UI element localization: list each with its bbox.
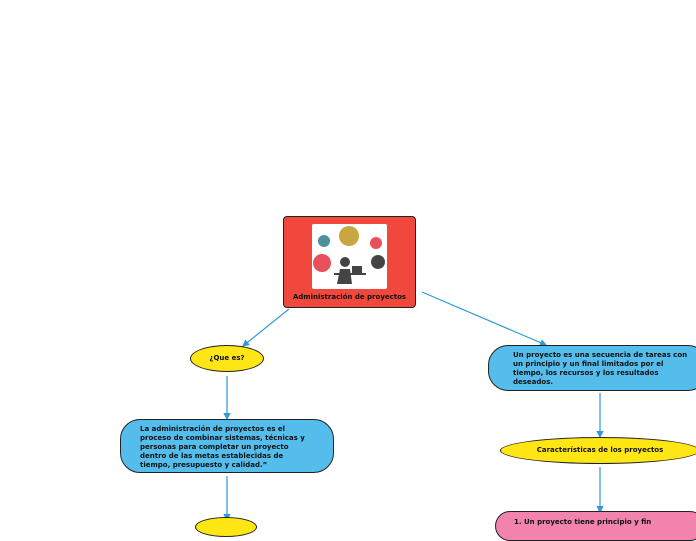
node-definicion[interactable]: La administración de proyectos es el pro… — [120, 419, 334, 473]
node-que-es[interactable]: ¿Que es? — [190, 345, 264, 372]
node-label: Un proyecto es una secuencia de tareas c… — [513, 351, 688, 386]
gears-icon — [313, 254, 331, 272]
central-topic[interactable]: Administración de proyectos — [283, 216, 416, 308]
central-title: Administración de proyectos — [292, 293, 407, 301]
clock-icon — [318, 235, 330, 247]
node-label: 1. Un proyecto tiene principio y fin — [514, 518, 652, 526]
laptop-icon — [352, 266, 362, 273]
project-management-illustration — [312, 224, 387, 289]
connectors — [223, 291, 604, 520]
node-label: Características de los proyectos — [536, 446, 664, 454]
node-proyecto[interactable]: Un proyecto es una secuencia de tareas c… — [488, 345, 696, 391]
monitor-icon — [371, 255, 385, 269]
connector-central-queEs — [242, 308, 290, 347]
person-icon — [340, 257, 350, 267]
chart-icon — [370, 237, 382, 249]
lightbulb-icon — [339, 226, 359, 246]
connector-central-proyecto — [421, 291, 548, 346]
node-label: La administración de proyectos es el pro… — [140, 425, 305, 469]
node-next-cut[interactable] — [195, 517, 257, 537]
node-label: ¿Que es? — [209, 354, 245, 362]
node-caracteristicas[interactable]: Características de los proyectos — [500, 437, 696, 464]
node-caracteristica-1[interactable]: 1. Un proyecto tiene principio y fin — [495, 511, 696, 541]
desk-icon — [334, 273, 366, 275]
